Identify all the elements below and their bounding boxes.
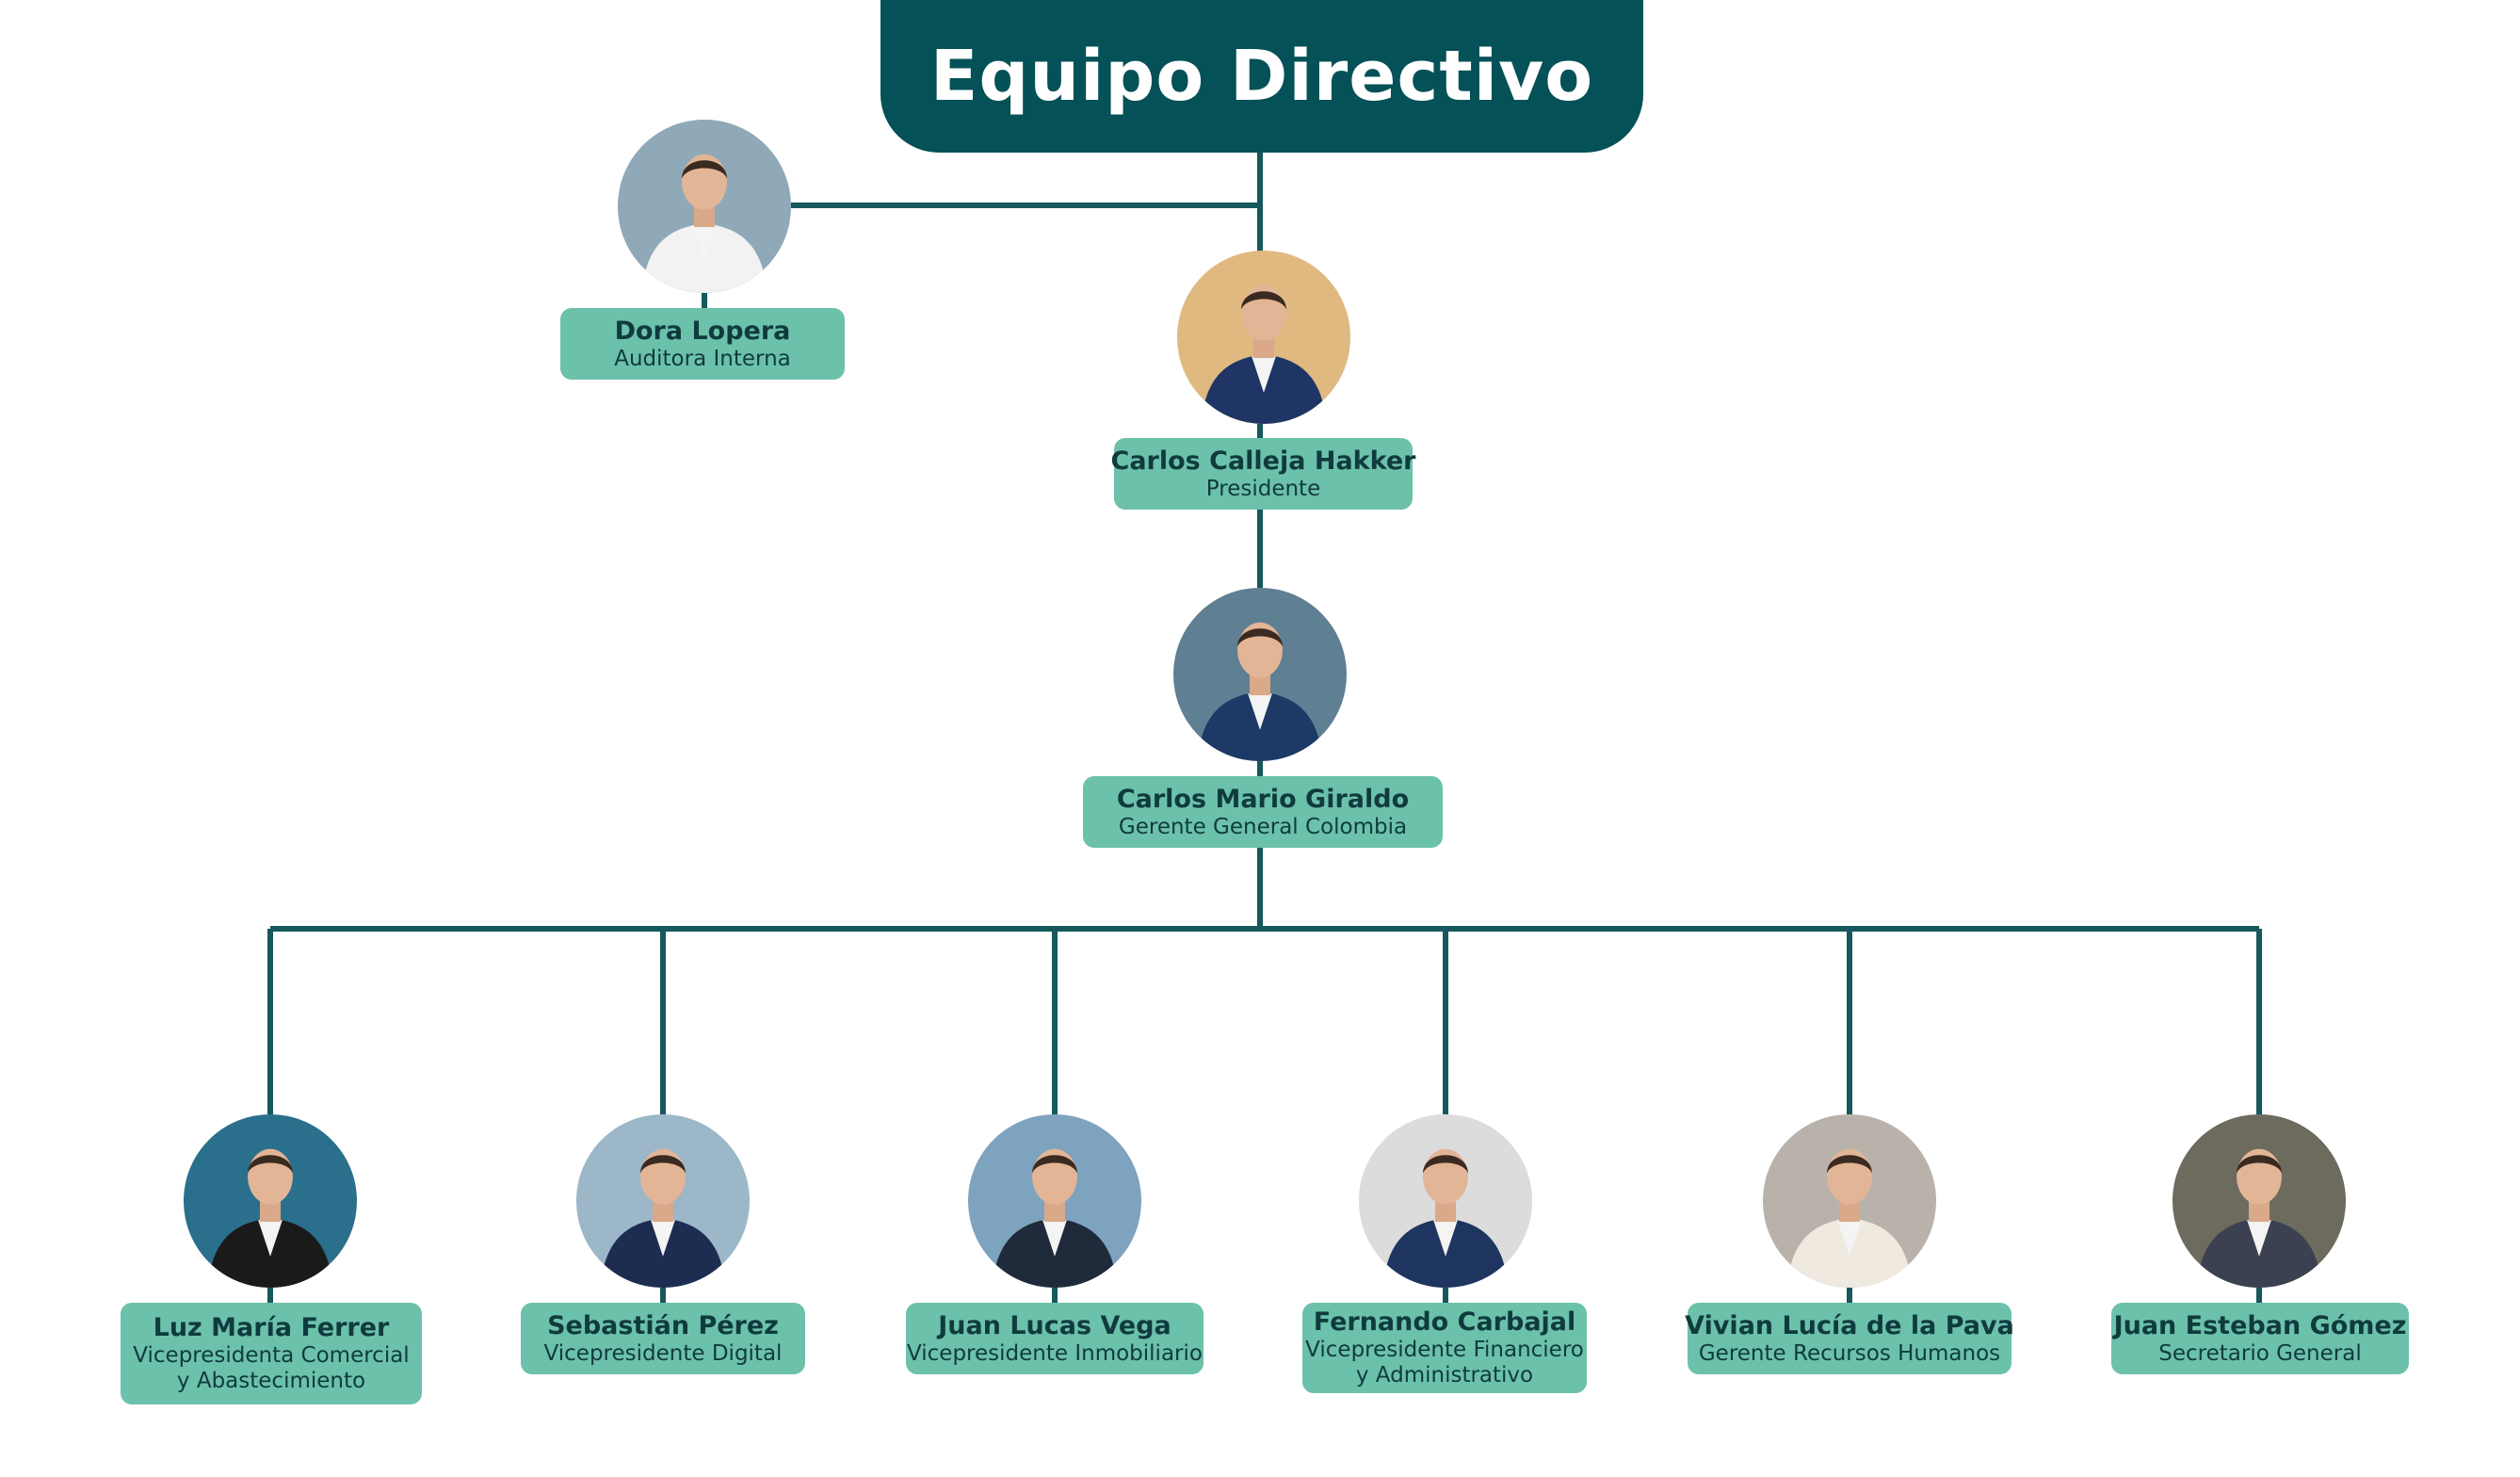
person-name: Carlos Mario Giraldo [1116, 784, 1410, 814]
person-role-line-1: Vicepresidente Financiero [1305, 1338, 1584, 1362]
label-luz-maria-ferrer: Luz María Ferrer Vicepresidenta Comercia… [121, 1303, 422, 1404]
label-juan-esteban-gomez: Juan Esteban Gómez Secretario General [2111, 1303, 2409, 1374]
portrait-photo [576, 1114, 750, 1288]
person-role: Presidente [1205, 476, 1321, 501]
person-name: Sebastián Pérez [547, 1310, 779, 1340]
person-role: Gerente Recursos Humanos [1698, 1340, 2001, 1366]
person-role-line-1: Vicepresidenta Comercial [133, 1343, 410, 1368]
avatar-carlos-mario-giraldo [1173, 588, 1347, 761]
person-role-line-2: y Administrativo [1355, 1363, 1534, 1388]
avatar-luz-maria-ferrer [184, 1114, 357, 1288]
avatar-juan-lucas-vega [968, 1114, 1141, 1288]
portrait-photo [1763, 1114, 1936, 1288]
person-role: Auditora Interna [614, 346, 791, 371]
chart-title-box: Equipo Directivo [880, 0, 1643, 153]
person-name: Juan Esteban Gómez [2113, 1310, 2407, 1340]
person-role-line-2: y Abastecimiento [176, 1369, 366, 1393]
label-dora-lopera: Dora Lopera Auditora Interna [560, 308, 845, 380]
portrait-photo [618, 120, 791, 293]
avatar-carlos-calleja-hakker [1177, 251, 1350, 424]
avatar-fernando-carbajal [1359, 1114, 1532, 1288]
label-vivian-lucia-de-la-pava: Vivian Lucía de la Pava Gerente Recursos… [1685, 1303, 2014, 1374]
person-role: Gerente General Colombia [1118, 814, 1408, 839]
label-sebastian-perez: Sebastián Pérez Vicepresidente Digital [521, 1303, 805, 1374]
portrait-photo [2173, 1114, 2346, 1288]
label-carlos-calleja-hakker: Carlos Calleja Hakker Presidente [1110, 438, 1416, 510]
portrait-photo [968, 1114, 1141, 1288]
label-juan-lucas-vega: Juan Lucas Vega Vicepresidente Inmobilia… [906, 1303, 1203, 1374]
person-role: Vicepresidente Inmobiliario [907, 1340, 1203, 1366]
chart-title: Equipo Directivo [929, 36, 1594, 117]
avatar-dora-lopera [618, 120, 791, 293]
person-name: Carlos Calleja Hakker [1110, 446, 1416, 476]
portrait-photo [184, 1114, 357, 1288]
portrait-photo [1177, 251, 1350, 424]
label-carlos-mario-giraldo: Carlos Mario Giraldo Gerente General Col… [1083, 776, 1443, 848]
avatar-sebastian-perez [576, 1114, 750, 1288]
person-name: Fernando Carbajal [1313, 1307, 1576, 1337]
label-fernando-carbajal: Fernando Carbajal Vicepresidente Financi… [1302, 1303, 1587, 1393]
person-name: Dora Lopera [614, 316, 791, 346]
person-role: Vicepresidente Digital [543, 1340, 783, 1366]
avatar-juan-esteban-gomez [2173, 1114, 2346, 1288]
portrait-photo [1173, 588, 1347, 761]
person-role: Secretario General [2158, 1340, 2362, 1366]
person-name: Luz María Ferrer [153, 1313, 390, 1342]
avatar-vivian-lucia-de-la-pava [1763, 1114, 1936, 1288]
person-name: Vivian Lucía de la Pava [1685, 1310, 2014, 1340]
person-name: Juan Lucas Vega [938, 1310, 1171, 1340]
portrait-photo [1359, 1114, 1532, 1288]
